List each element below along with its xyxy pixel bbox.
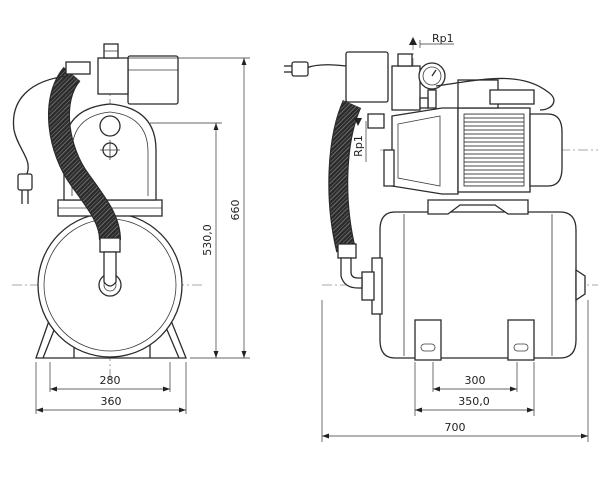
front-power-cable — [12, 75, 69, 177]
dim-text-280: 280 — [100, 374, 121, 387]
side-plug — [291, 61, 309, 77]
label-rp1-outlet: Rp1 — [432, 32, 454, 45]
side-foot-right — [507, 319, 535, 361]
front-hose — [49, 67, 120, 241]
front-pressure-switch — [127, 55, 179, 105]
front-hose-fitting-top — [65, 61, 91, 75]
side-inlet-stub — [367, 113, 385, 129]
front-priming-plug — [99, 115, 121, 137]
side-motor-fins — [463, 113, 525, 187]
front-fitting-block — [97, 57, 129, 95]
front-plug — [17, 173, 33, 191]
side-hose-fitting-bottom — [337, 243, 357, 259]
dim-text-350: 350,0 — [458, 395, 490, 408]
side-tank-valve — [575, 268, 586, 302]
side-fitting-block — [391, 65, 421, 111]
side-power-cable — [305, 64, 347, 69]
front-view: 280 360 530,0 660 — [12, 43, 250, 414]
front-hose-elbow — [103, 251, 117, 287]
front-hose-fitting-bottom — [99, 237, 121, 253]
dim-text-300: 300 — [465, 374, 486, 387]
side-pump-housing — [391, 107, 459, 195]
dim-text-660: 660 — [229, 200, 242, 221]
side-saddle — [427, 199, 529, 215]
side-tank — [379, 211, 577, 359]
side-hose-elbow — [340, 257, 363, 289]
dim-text-530: 530,0 — [201, 224, 214, 256]
outlet-arrow — [409, 37, 417, 45]
side-pressure-switch — [345, 51, 389, 103]
side-pump-inlet-stub — [383, 149, 395, 187]
side-motor-fan-cover — [529, 113, 563, 187]
side-foot-left — [414, 319, 442, 361]
side-hose — [329, 100, 361, 253]
dim-text-360: 360 — [101, 395, 122, 408]
label-rp1-inlet: Rp1 — [352, 135, 365, 157]
inlet-arrow — [354, 118, 362, 126]
dim-text-700: 700 — [445, 421, 466, 434]
side-motor-cable — [435, 77, 555, 111]
side-view: Rp1 Rp1 300 350,0 700 — [284, 32, 598, 442]
